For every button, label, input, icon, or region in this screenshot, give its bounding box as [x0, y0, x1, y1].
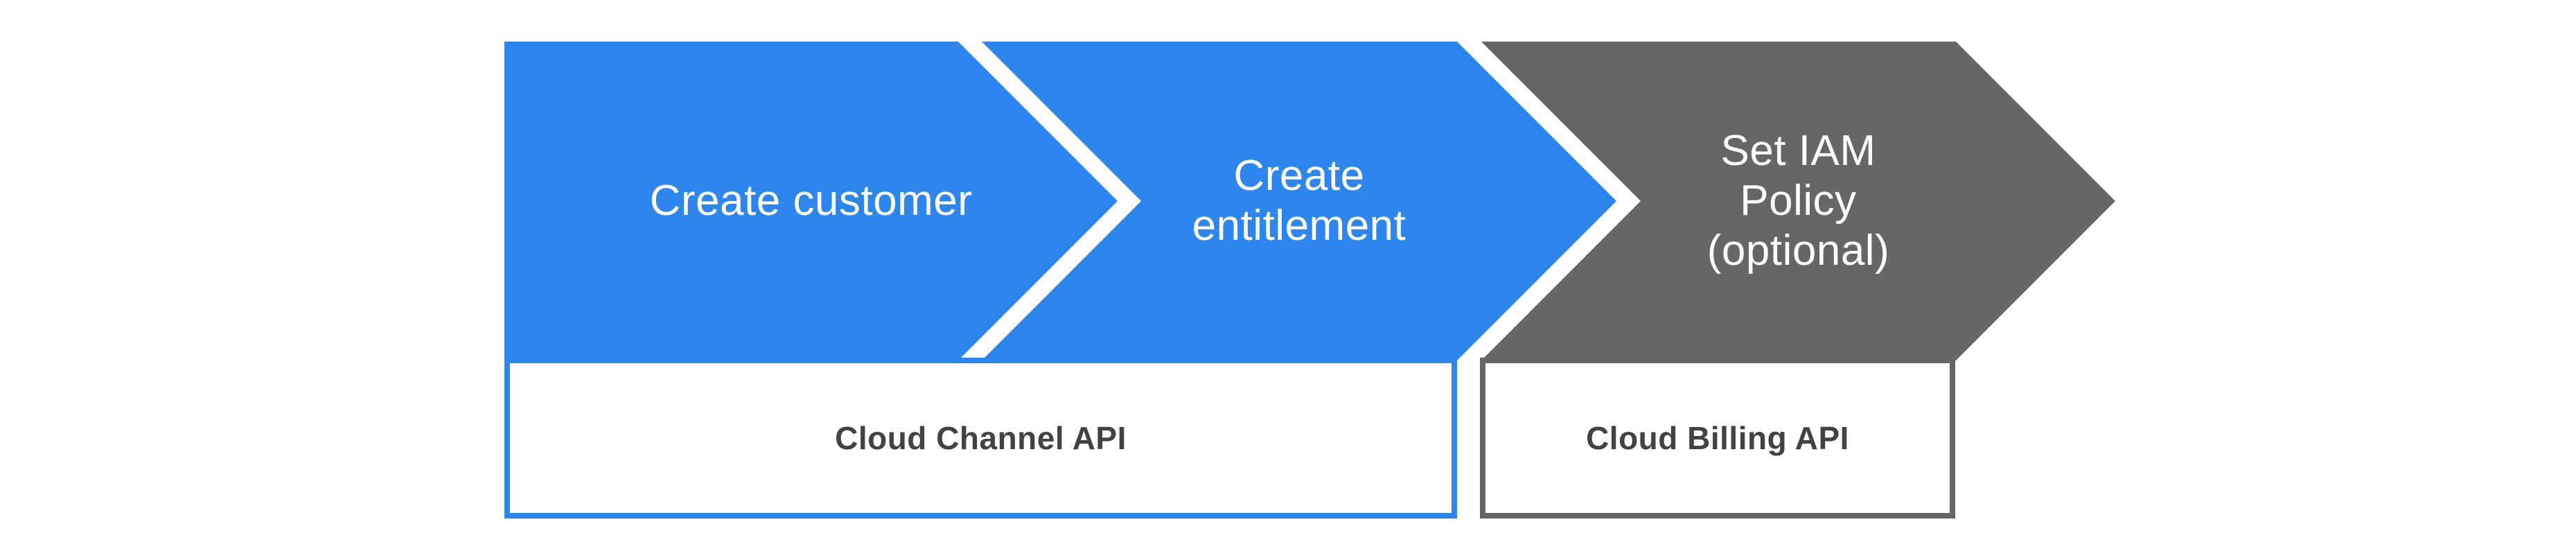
- step-label-line: Create: [1233, 152, 1365, 200]
- step-arrow-create-customer: Create customer: [504, 42, 1118, 360]
- step-label-line: Set IAM: [1720, 127, 1876, 175]
- step-label-set-iam-policy: Set IAM Policy (optional): [1707, 126, 1889, 276]
- step-label-line: Create customer: [649, 177, 973, 225]
- api-box-cloud-channel: Cloud Channel API: [504, 358, 1457, 518]
- step-label-line: Policy: [1740, 177, 1857, 225]
- api-box-cloud-billing: Cloud Billing API: [1480, 358, 1955, 518]
- step-label-line: (optional): [1706, 227, 1890, 274]
- step-label-create-entitlement: Create entitlement: [1192, 151, 1406, 251]
- api-box-label: Cloud Billing API: [1586, 420, 1849, 456]
- step-label-create-customer: Create customer: [650, 176, 973, 226]
- api-box-label: Cloud Channel API: [835, 420, 1127, 456]
- step-label-line: entitlement: [1192, 202, 1406, 250]
